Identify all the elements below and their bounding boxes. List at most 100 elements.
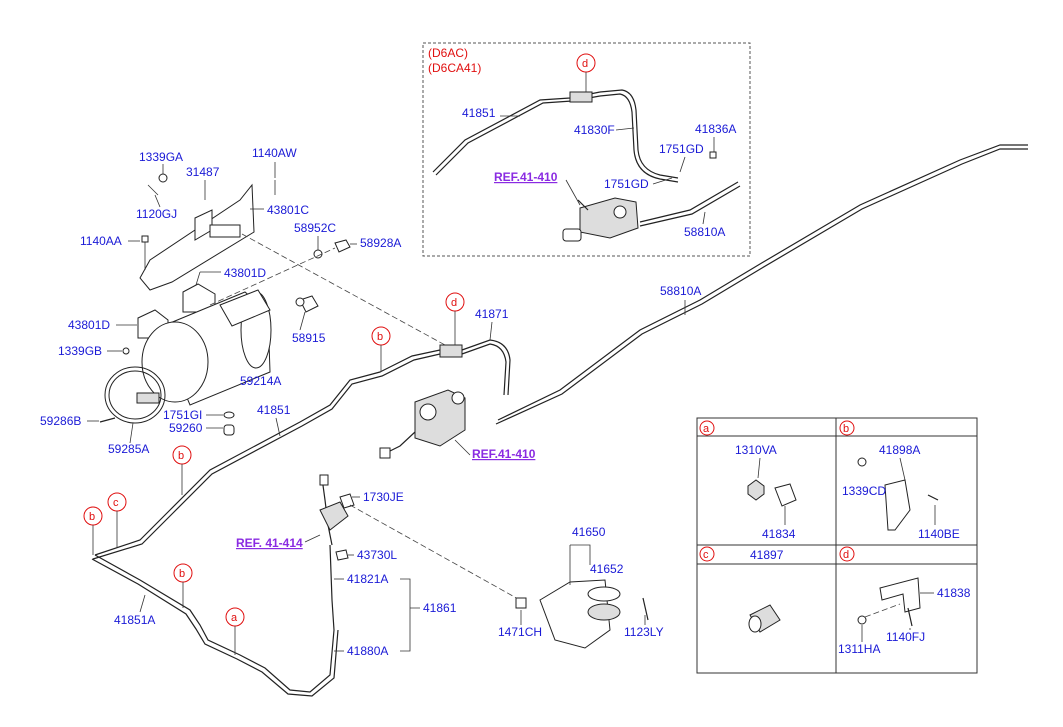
callout-b-2: b bbox=[172, 445, 192, 495]
air-tank-59214a bbox=[141, 289, 272, 406]
svg-text:1140FJ: 1140FJ bbox=[886, 630, 925, 644]
svg-text:59285A: 59285A bbox=[108, 442, 149, 456]
pipe-58810a bbox=[497, 144, 1028, 421]
inset-hose-41830f bbox=[599, 89, 679, 179]
clutch-booster-assembly bbox=[319, 474, 521, 631]
plug-58928a bbox=[334, 239, 351, 253]
fitting-1730je bbox=[339, 493, 355, 509]
svg-text:1140AW: 1140AW bbox=[252, 146, 297, 160]
inset-ref-41-410[interactable]: REF.41-410 bbox=[494, 170, 558, 184]
svg-text:1311HA: 1311HA bbox=[838, 642, 880, 656]
detail-table: a 1310VA 41834 b 41898A 1339CD 1140BE c … bbox=[696, 417, 978, 674]
svg-text:1310VA: 1310VA bbox=[735, 443, 777, 457]
svg-text:41836A: 41836A bbox=[695, 122, 736, 136]
svg-text:41897: 41897 bbox=[750, 548, 784, 562]
svg-text:43801C: 43801C bbox=[267, 203, 309, 217]
svg-text:1751GD: 1751GD bbox=[604, 177, 649, 191]
bolt-1339ga bbox=[158, 173, 168, 183]
svg-text:41851: 41851 bbox=[257, 403, 291, 417]
svg-text:41838: 41838 bbox=[937, 586, 971, 600]
svg-text:41821A: 41821A bbox=[347, 572, 388, 586]
drain-plug-59260 bbox=[223, 424, 235, 436]
svg-text:58810A: 58810A bbox=[684, 225, 725, 239]
detail-cell-a: a 1310VA 41834 bbox=[699, 420, 797, 541]
svg-text:d: d bbox=[451, 297, 457, 309]
svg-text:1120GJ: 1120GJ bbox=[136, 207, 177, 221]
svg-text:43801D: 43801D bbox=[68, 318, 110, 332]
svg-text:41851: 41851 bbox=[462, 106, 496, 120]
pipe-41851a bbox=[94, 554, 335, 693]
svg-text:1471CH: 1471CH bbox=[498, 625, 542, 639]
clutch-master-cylinder-main bbox=[379, 389, 466, 459]
svg-text:59214A: 59214A bbox=[240, 374, 281, 388]
svg-text:41871: 41871 bbox=[475, 307, 509, 321]
callout-c: c bbox=[107, 492, 127, 548]
svg-text:41880A: 41880A bbox=[347, 644, 388, 658]
hose-41871 bbox=[461, 339, 511, 396]
svg-text:b: b bbox=[377, 331, 383, 343]
svg-text:1140BE: 1140BE bbox=[918, 527, 960, 541]
hose-41880a bbox=[329, 544, 335, 631]
main-pipe-routing: 58810A 41851 41871 41851A bbox=[91, 144, 1028, 697]
callout-b-4: b bbox=[173, 563, 193, 608]
svg-text:a: a bbox=[231, 612, 238, 624]
callout-markers: d b b b c b a bbox=[83, 292, 465, 655]
pipe-41851 bbox=[94, 349, 441, 556]
svg-text:d: d bbox=[582, 58, 588, 70]
engine-code-d6ac: (D6AC) bbox=[428, 46, 468, 60]
svg-text:59286B: 59286B bbox=[40, 414, 81, 428]
fitting-58952c bbox=[313, 249, 323, 259]
inset-clutch-master-cylinder bbox=[562, 197, 639, 242]
callout-a: a bbox=[225, 607, 245, 655]
bolt-1120gj bbox=[147, 184, 159, 196]
svg-text:1751GD: 1751GD bbox=[659, 142, 704, 156]
detail-cell-d: d 41838 1311HA 1140FJ bbox=[838, 546, 971, 656]
tank-strap-59285a bbox=[104, 366, 166, 424]
svg-text:1339GA: 1339GA bbox=[139, 150, 183, 164]
svg-text:41898A: 41898A bbox=[879, 443, 920, 457]
svg-text:43801D: 43801D bbox=[224, 266, 266, 280]
svg-text:a: a bbox=[703, 423, 710, 435]
svg-text:b: b bbox=[179, 568, 185, 580]
inset-bracket-d bbox=[569, 91, 593, 103]
svg-text:41861: 41861 bbox=[423, 601, 457, 615]
svg-text:58915: 58915 bbox=[292, 331, 326, 345]
svg-text:b: b bbox=[89, 511, 95, 523]
engine-variant-inset: (D6AC) (D6CA41) d 41851 41830F 41836A 17… bbox=[422, 42, 751, 257]
svg-text:41650: 41650 bbox=[572, 525, 606, 539]
svg-text:58928A: 58928A bbox=[360, 236, 401, 250]
svg-text:43730L: 43730L bbox=[357, 548, 397, 562]
detail-cell-c: c 41897 bbox=[699, 546, 784, 633]
valve-58915 bbox=[295, 295, 319, 313]
ref-41-414-link[interactable]: REF. 41-414 bbox=[236, 536, 303, 550]
inset-pipe-58810a bbox=[639, 181, 739, 223]
svg-text:58810A: 58810A bbox=[660, 284, 701, 298]
callout-b-1: b bbox=[371, 326, 391, 372]
svg-text:b: b bbox=[843, 423, 849, 435]
svg-text:31487: 31487 bbox=[186, 165, 220, 179]
svg-text:b: b bbox=[178, 450, 184, 462]
svg-text:1339CD: 1339CD bbox=[842, 484, 886, 498]
svg-text:1730JE: 1730JE bbox=[363, 490, 404, 504]
svg-text:1123LY: 1123LY bbox=[624, 625, 664, 639]
svg-text:1751GI: 1751GI bbox=[163, 408, 202, 422]
svg-text:1140AA: 1140AA bbox=[80, 234, 122, 248]
svg-text:41830F: 41830F bbox=[574, 123, 615, 137]
engine-code-d6ca41: (D6CA41) bbox=[428, 61, 481, 75]
reservoir-41650 bbox=[515, 579, 649, 649]
callout-d-main: d bbox=[445, 292, 465, 345]
bracket-d-main bbox=[439, 344, 463, 358]
washer-1751gi bbox=[223, 411, 235, 419]
callout-b-3: b bbox=[83, 506, 103, 555]
clamp-1471ch bbox=[515, 597, 527, 609]
svg-text:41652: 41652 bbox=[590, 562, 624, 576]
svg-text:1339GB: 1339GB bbox=[58, 344, 102, 358]
bolt-1123ly bbox=[642, 597, 649, 621]
svg-text:41834: 41834 bbox=[762, 527, 796, 541]
svg-text:d: d bbox=[843, 549, 849, 561]
svg-text:41851A: 41851A bbox=[114, 613, 155, 627]
ref-41-410-link[interactable]: REF.41-410 bbox=[472, 447, 536, 461]
svg-text:c: c bbox=[113, 497, 119, 509]
bolt-59286b bbox=[99, 417, 116, 423]
